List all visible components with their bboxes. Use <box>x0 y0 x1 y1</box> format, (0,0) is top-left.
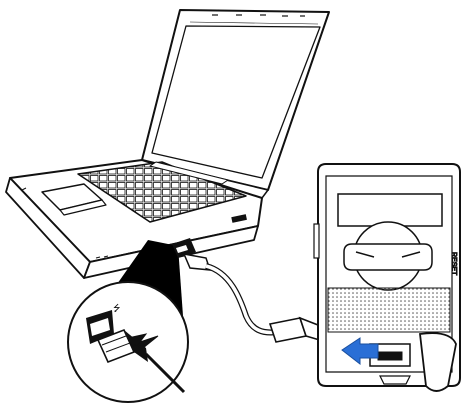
device-mount-bracket <box>344 244 432 270</box>
device-reset-label: RESET <box>450 252 457 276</box>
laptop-icon <box>6 10 329 278</box>
gps-device-back-icon: RESET <box>314 164 460 391</box>
device-speaker-grille <box>328 288 450 332</box>
device-label-recess <box>338 194 442 226</box>
usb-plug-zoom-icon: ⭍ <box>68 282 188 402</box>
usb-symbol: ⭍ <box>113 303 121 314</box>
device-mini-usb-port <box>378 352 402 360</box>
